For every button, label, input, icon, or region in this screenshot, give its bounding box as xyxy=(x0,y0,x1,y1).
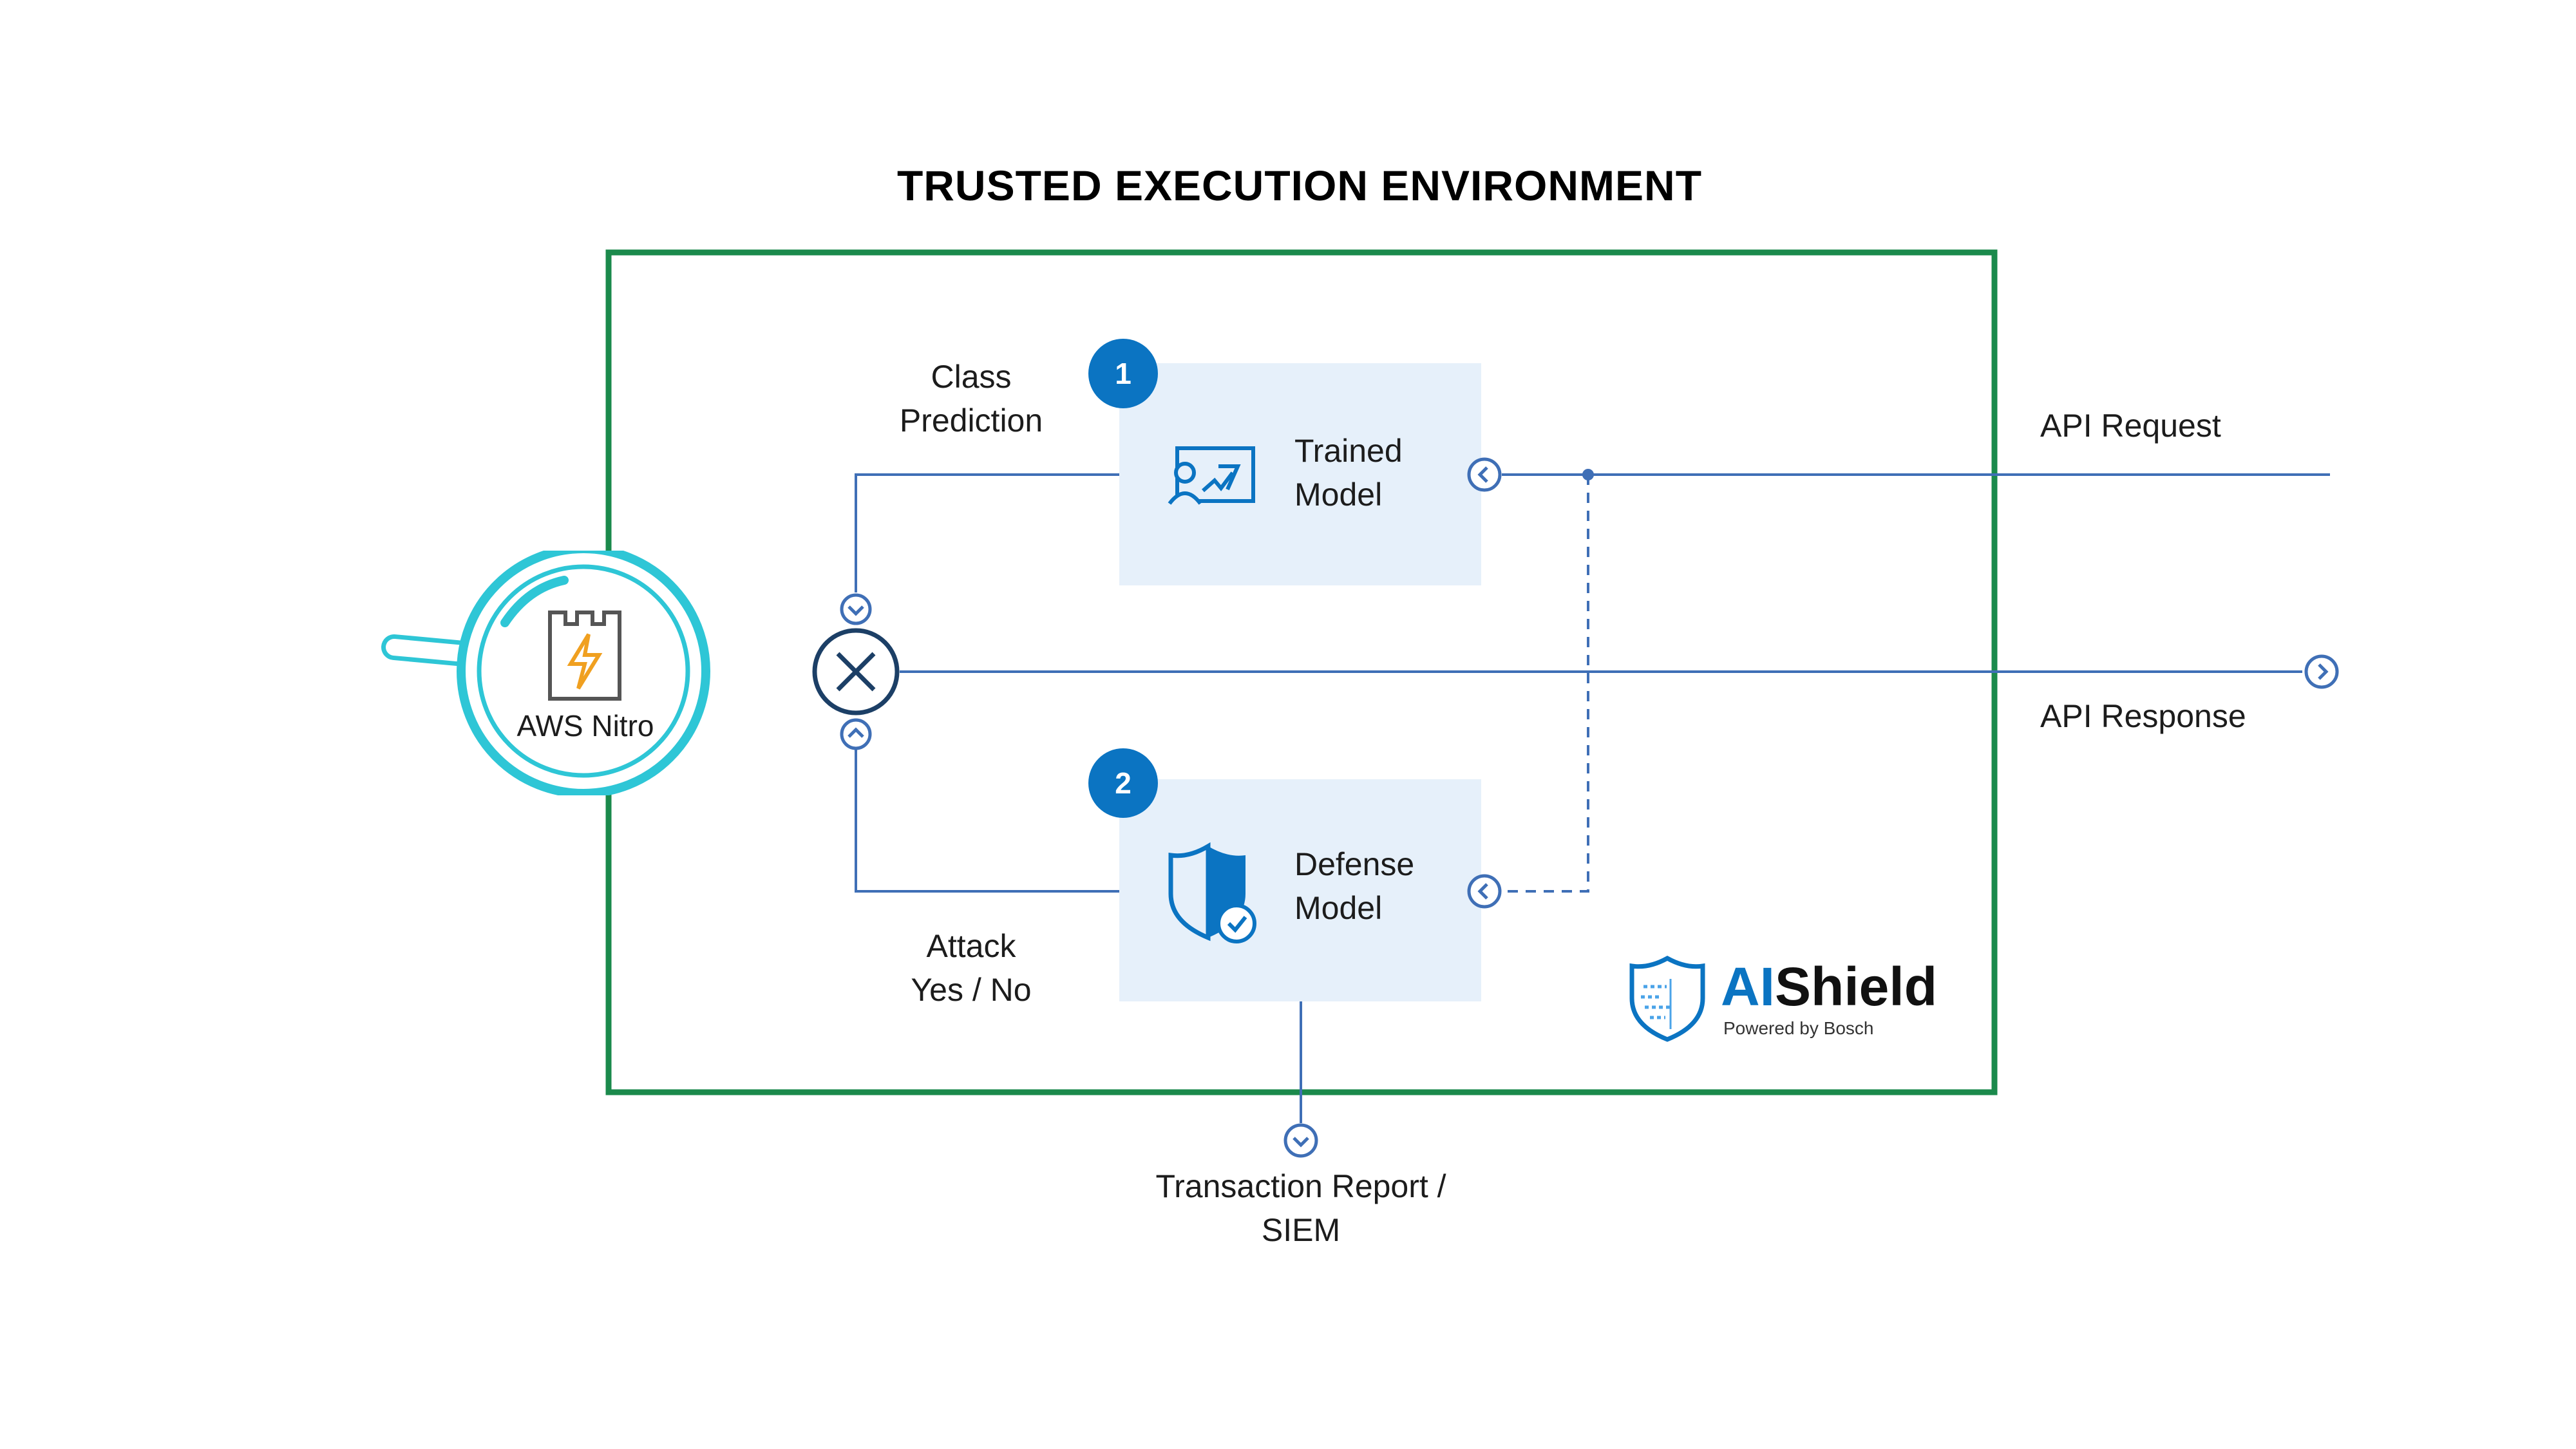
defense-model-line2: Model xyxy=(1294,890,1383,926)
class-prediction-line2: Prediction xyxy=(899,402,1043,439)
class-prediction-line1: Class xyxy=(931,359,1012,395)
shield-check-icon xyxy=(1168,842,1256,943)
aws-nitro-label: AWS Nitro xyxy=(516,709,654,743)
combine-x-icon xyxy=(812,628,900,715)
trained-model-line1: Trained xyxy=(1294,433,1403,469)
attack-line xyxy=(855,750,1119,893)
aishield-logo-shield: Shield xyxy=(1775,956,1938,1017)
aishield-logo-icon xyxy=(1629,956,1705,1042)
api-response-label: API Response xyxy=(2040,698,2246,734)
transaction-line1: Transaction Report / xyxy=(1155,1168,1446,1204)
chevron-right-icon xyxy=(2304,654,2339,689)
trained-model-line2: Model xyxy=(1294,477,1383,513)
class-prediction-line xyxy=(855,473,1119,592)
magnifier-icon xyxy=(381,551,710,795)
api-branch-dashed xyxy=(1502,475,1589,893)
trained-model-box[interactable]: Trained Model xyxy=(1119,363,1481,585)
chevron-down-icon xyxy=(1283,1123,1318,1158)
trained-model-icon xyxy=(1168,446,1255,505)
defense-model-line1: Defense xyxy=(1294,846,1415,882)
api-request-label: API Request xyxy=(2040,408,2221,444)
nitro-tower-icon xyxy=(548,611,621,701)
aishield-logo-subtitle: Powered by Bosch xyxy=(1723,1018,1874,1038)
aishield-logo-text: AIShield xyxy=(1721,958,1937,1016)
chevron-up-icon xyxy=(840,718,872,750)
transaction-line2: SIEM xyxy=(1261,1212,1341,1248)
chevron-down-icon xyxy=(840,593,872,625)
page-title: TRUSTED EXECUTION ENVIRONMENT xyxy=(896,162,1703,209)
defense-model-box[interactable]: Defense Model xyxy=(1119,779,1481,1001)
attack-line2: Yes / No xyxy=(911,972,1032,1008)
step-badge-2: 2 xyxy=(1088,748,1158,818)
step-badge-1: 1 xyxy=(1088,339,1158,408)
chevron-left-icon xyxy=(1467,874,1502,909)
attack-line1: Attack xyxy=(926,928,1016,964)
chevron-left-icon xyxy=(1467,457,1502,492)
aishield-logo-ai: AI xyxy=(1721,956,1775,1017)
